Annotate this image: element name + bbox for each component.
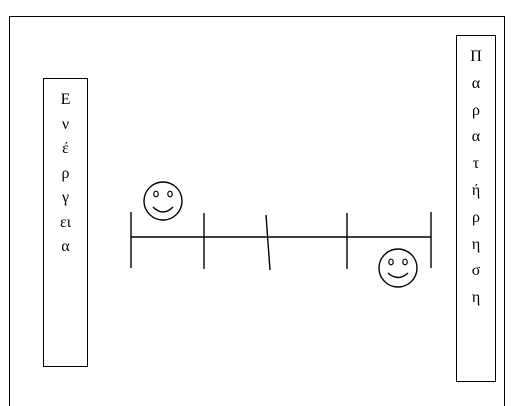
observation-label-char: η [471,235,481,253]
observation-label-char: τ [472,155,480,173]
observation-label-char: ή [471,181,481,199]
energy-label-box: Ε ν έ ρ γ ει α [43,78,88,367]
energy-label-char: ρ [61,164,70,182]
observation-label-box: Π α ρ α τ ή ρ η σ η [456,35,496,382]
observation-label-char: ρ [472,101,480,119]
observation-label-char: Π [470,48,482,65]
observation-label-char: α [471,128,481,146]
energy-label-char: α [61,238,70,255]
observation-label-char: α [471,74,481,92]
diagram-frame [9,16,505,406]
observation-label-char: η [471,289,481,307]
energy-label-char: ει [59,213,72,231]
energy-label-char: ν [61,115,70,133]
observation-label-char: σ [471,262,481,280]
energy-label-char: έ [62,140,69,157]
observation-label-char: ρ [472,208,480,226]
energy-label-char: Ε [60,91,71,108]
energy-label-char: γ [61,189,70,206]
